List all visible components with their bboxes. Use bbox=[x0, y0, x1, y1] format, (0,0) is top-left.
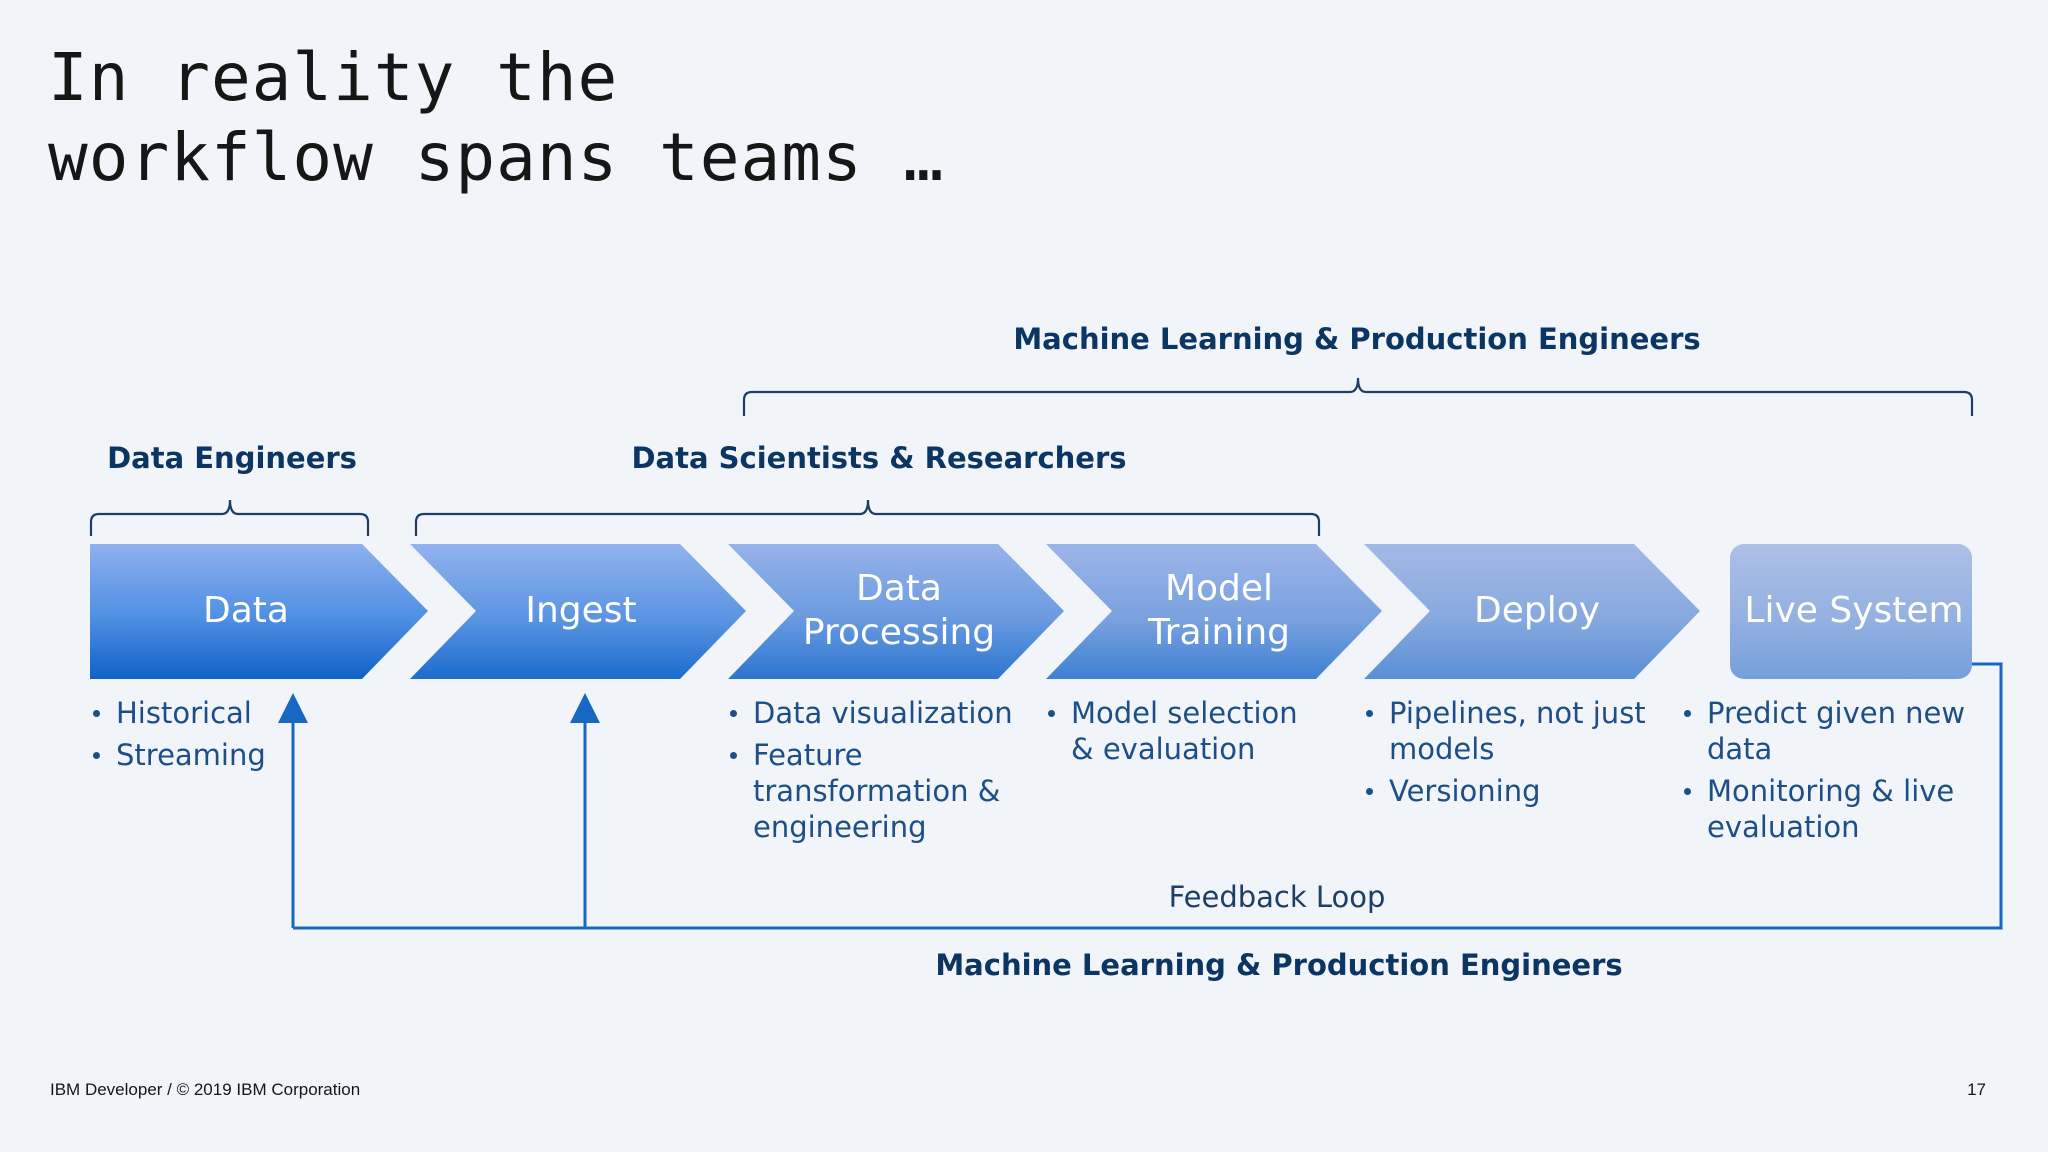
list-item: Versioning bbox=[1363, 773, 1653, 809]
team-label-ml-engineers-top: Machine Learning & Production Engineers bbox=[1013, 322, 1701, 356]
bullets-model-training: Model selection & evaluation bbox=[1045, 695, 1305, 773]
stage-label-data: Data bbox=[203, 590, 289, 631]
stage-chevron-deploy bbox=[1364, 544, 1700, 679]
bracket-data-engineers bbox=[89, 499, 370, 536]
feedback-loop-line bbox=[293, 662, 2003, 930]
feedback-loop-label: Feedback Loop bbox=[1168, 880, 1386, 914]
list-item: Streaming bbox=[90, 737, 290, 773]
stage-label-deploy: Deploy bbox=[1473, 590, 1601, 631]
stage-chevron-data-processing bbox=[728, 544, 1064, 679]
slide-title: In reality the workflow spans teams … bbox=[48, 38, 944, 198]
title-line-1: In reality the bbox=[48, 39, 619, 116]
team-label-data-scientists: Data Scientists & Researchers bbox=[631, 441, 1127, 475]
list-item: Historical bbox=[90, 695, 290, 731]
list-item: Predict given new data bbox=[1681, 695, 1981, 767]
list-item: Monitoring & live evaluation bbox=[1681, 773, 1981, 845]
stage-chevron-data bbox=[90, 544, 428, 679]
stage-chevron-model-training bbox=[1046, 544, 1382, 679]
team-label-ml-engineers-bottom: Machine Learning & Production Engineers bbox=[935, 948, 1623, 982]
team-label-data-engineers: Data Engineers bbox=[107, 441, 357, 475]
bullets-data: Historical Streaming bbox=[90, 695, 290, 779]
stage-label-live-system: Live System bbox=[1744, 590, 1964, 631]
bullets-live-system: Predict given new data Monitoring & live… bbox=[1681, 695, 1981, 851]
stage-chevron-ingest bbox=[410, 544, 746, 679]
page-number: 17 bbox=[1967, 1080, 1986, 1099]
list-item: Pipelines, not just models bbox=[1363, 695, 1653, 767]
footer-copyright: IBM Developer / © 2019 IBM Corporation bbox=[50, 1080, 361, 1099]
list-item: Feature transformation & engineering bbox=[727, 737, 1027, 845]
list-item: Data visualization bbox=[727, 695, 1027, 731]
stage-label-ingest: Ingest bbox=[525, 590, 637, 631]
stage-box-live-system bbox=[1730, 544, 1972, 679]
bullets-data-processing: Data visualization Feature transformatio… bbox=[727, 695, 1027, 851]
title-line-2: workflow spans teams … bbox=[48, 119, 945, 196]
bullets-deploy: Pipelines, not just models Versioning bbox=[1363, 695, 1653, 815]
bracket-ml-engineers bbox=[742, 377, 1974, 416]
list-item: Model selection & evaluation bbox=[1045, 695, 1305, 767]
bracket-data-scientists bbox=[414, 499, 1321, 536]
